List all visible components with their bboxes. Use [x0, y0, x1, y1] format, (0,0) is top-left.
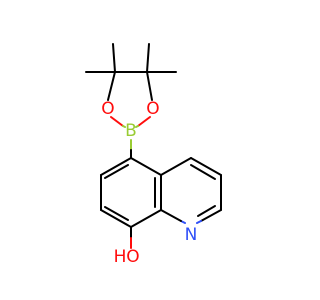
bond-methyl-1 [112, 43, 116, 73]
bond-c-o-right [146, 71, 153, 101]
atom-hydroxyl-h: H [114, 247, 127, 267]
bond-o-b-left-2 [122, 125, 126, 128]
atom-nitrogen: N [185, 225, 198, 245]
atom-boron: B [125, 121, 137, 141]
atom-hydroxyl-o: O [126, 247, 139, 267]
bond-ring-1-double [104, 164, 129, 179]
bond-py-5 [160, 209, 182, 222]
bond-methyl-3 [146, 43, 150, 73]
molecule-structure: O O B N H O [85, 43, 222, 267]
bond-py-4n [196, 220, 202, 224]
bond-py-2-double [190, 164, 216, 180]
bond-ring-3 [100, 209, 132, 228]
atom-oxygen-left: O [101, 99, 114, 119]
bond-c-o-left [107, 71, 116, 101]
bond-o-b-right-2 [135, 125, 139, 128]
bond-o-b-right [137, 116, 151, 127]
bond-py-1 [160, 157, 192, 176]
bond-o-b-left [110, 116, 124, 127]
atom-labels: O O B N H O [101, 99, 197, 267]
bond-ring-3-double [104, 206, 129, 221]
bond-py-4 [200, 209, 222, 222]
bond-ring-6 [130, 157, 162, 176]
bonds [85, 43, 222, 249]
bond-py-2 [190, 157, 222, 176]
bond-ring-4 [130, 209, 162, 228]
atom-oxygen-right: O [146, 99, 159, 119]
bond-py-4-double [197, 205, 216, 217]
bond-ring-1 [100, 157, 132, 176]
